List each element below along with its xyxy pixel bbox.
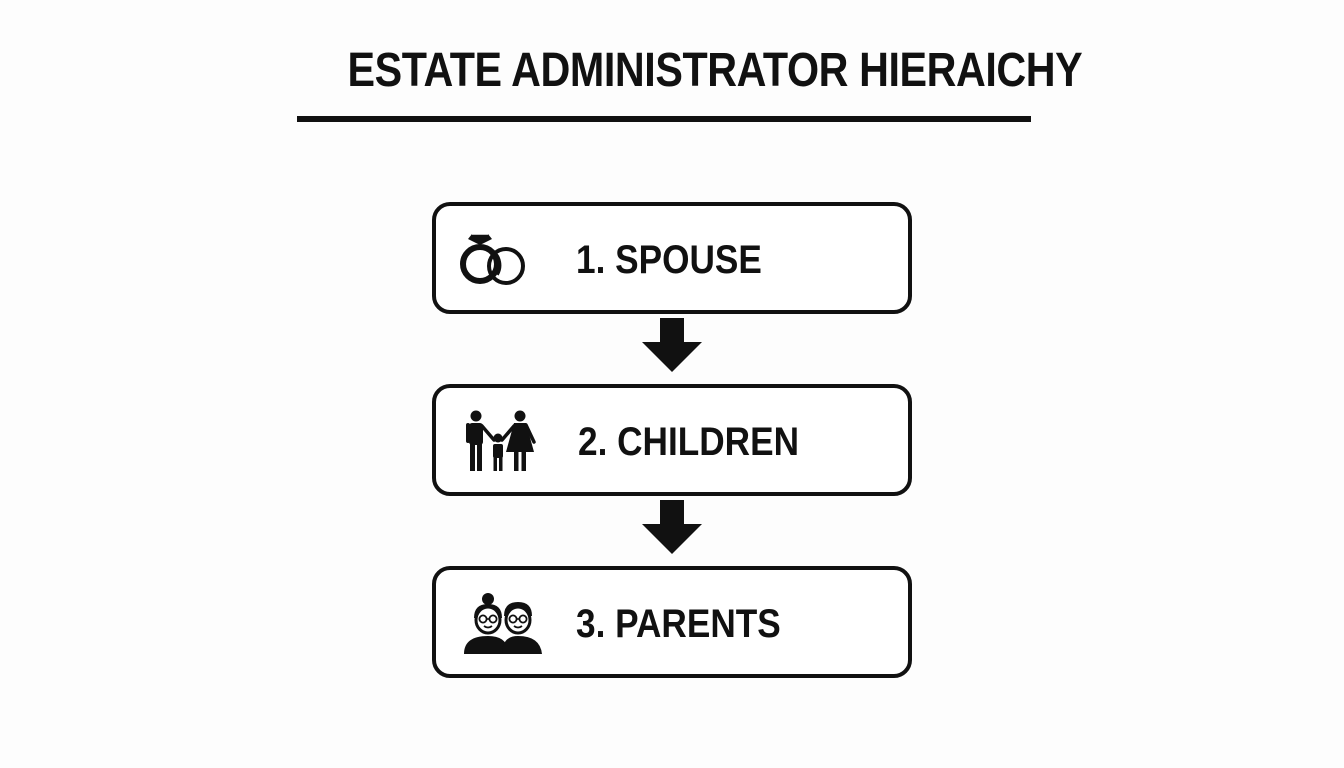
down-arrow-icon [640,318,704,374]
family-icon [464,410,540,474]
page-title: ESTATE ADMINISTRATOR HIERAICHY [347,44,1083,97]
step-label: 2. CHILDREN [578,420,800,464]
hierarchy-step-parents: 3. PARENTS [432,566,912,678]
hierarchy-step-spouse: 1. SPOUSE [432,202,912,314]
step-label: 1. SPOUSE [576,238,762,282]
step-label: 3. PARENTS [576,602,781,646]
down-arrow-icon [640,500,704,556]
elderly-parents-icon [462,592,546,656]
hierarchy-step-children: 2. CHILDREN [432,384,912,496]
title-underline [297,116,1031,122]
wedding-rings-icon [458,228,542,292]
